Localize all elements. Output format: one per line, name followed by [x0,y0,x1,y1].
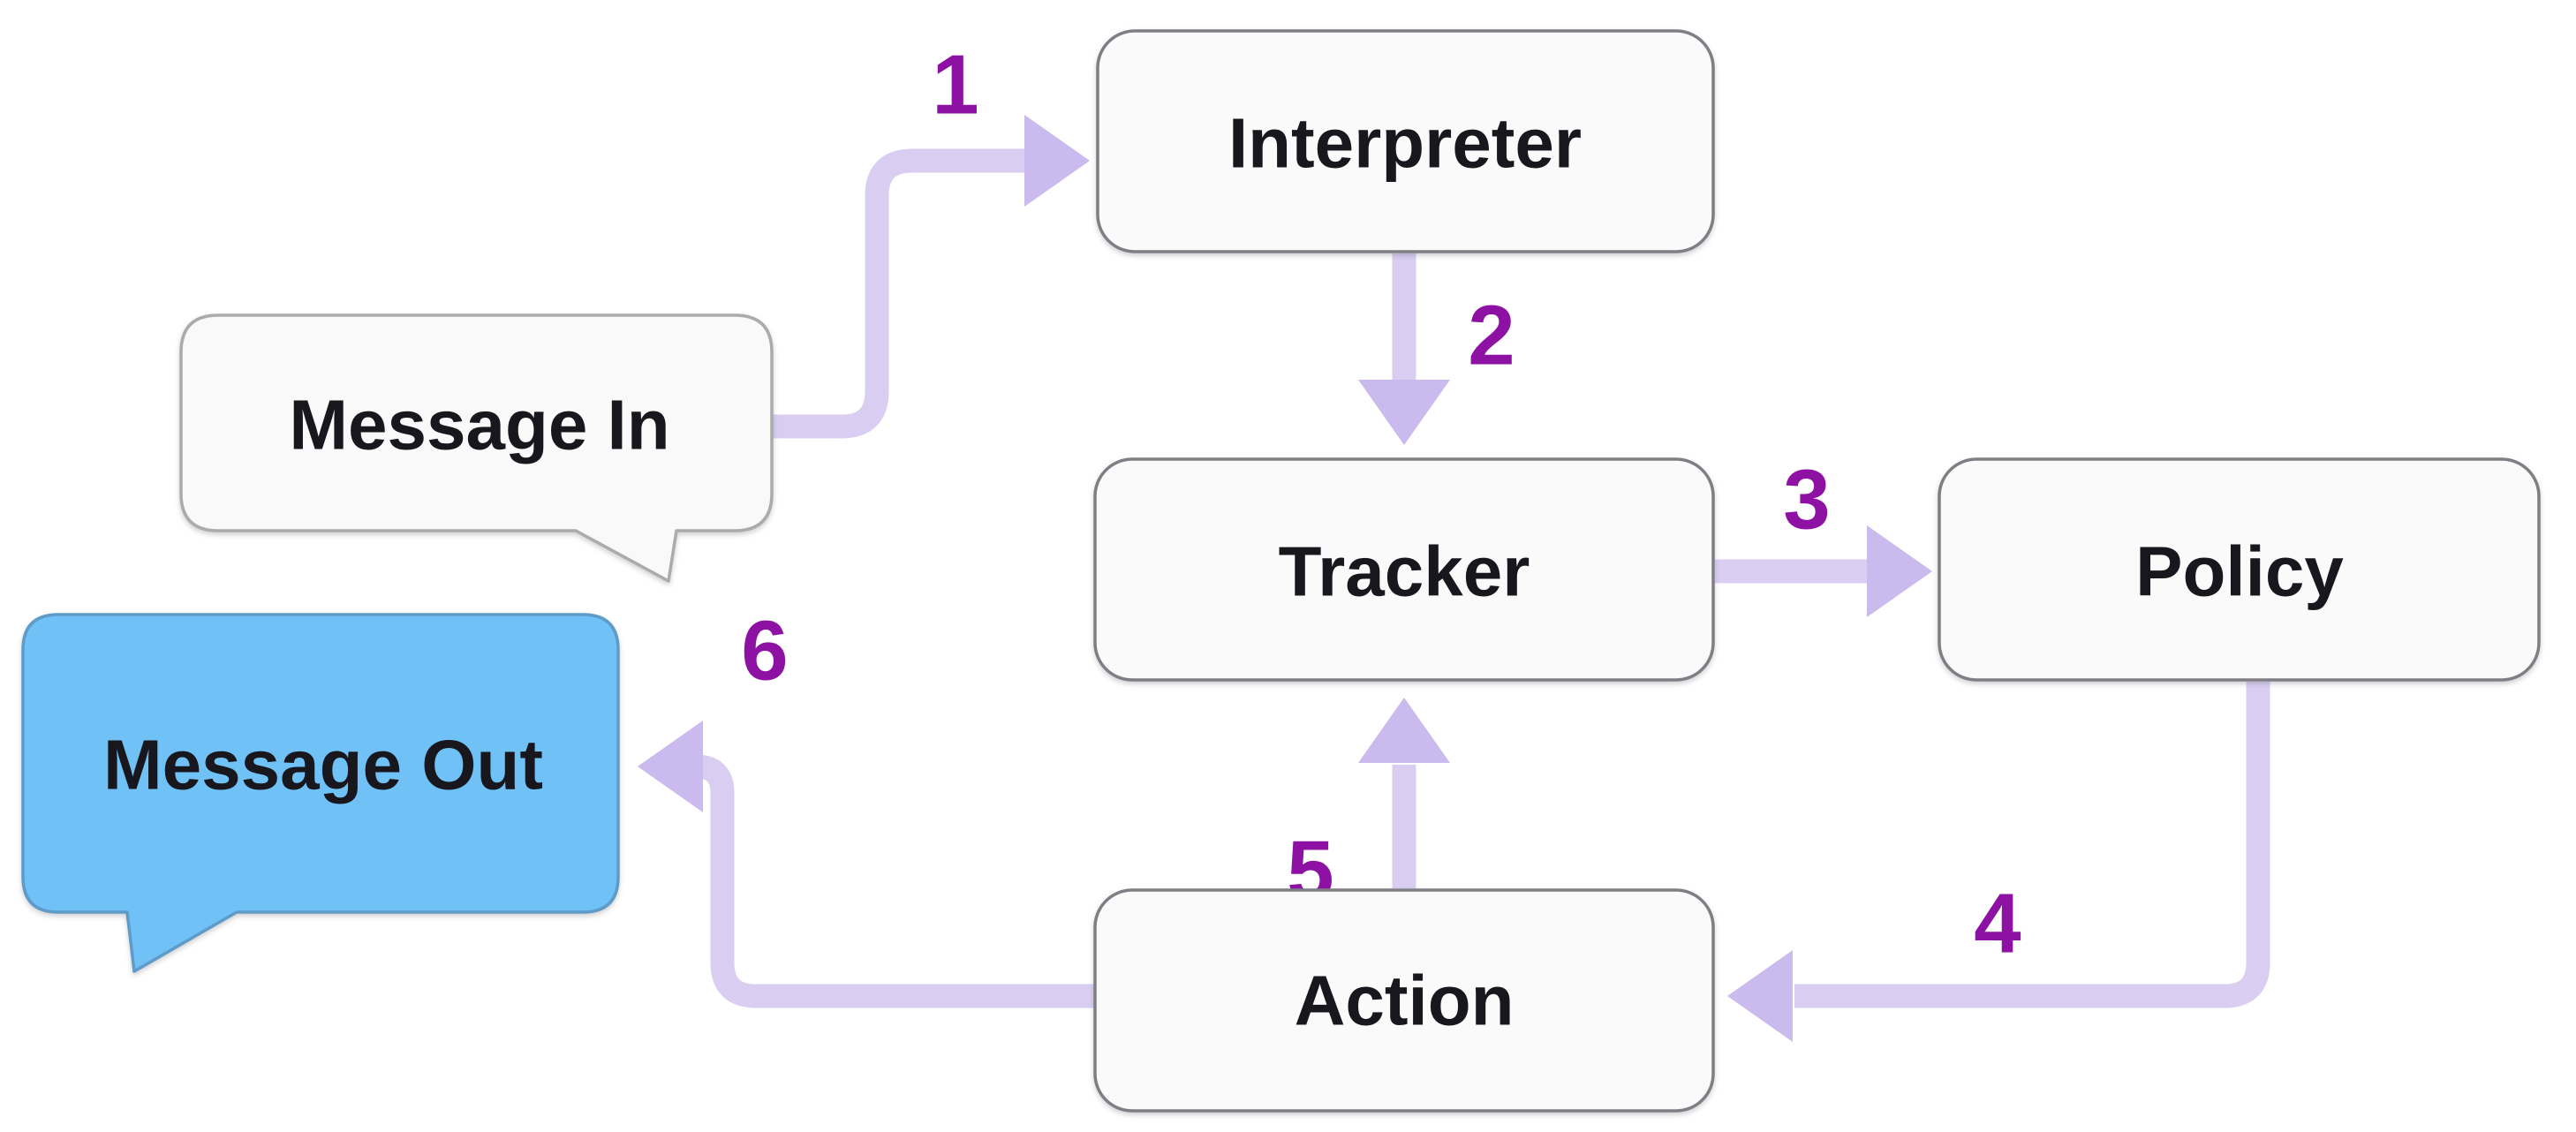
arrow-1-path [772,148,1026,439]
arrow-2 [1358,253,1450,445]
arrow-6-head [638,721,703,812]
policy-box [1938,457,2541,682]
step-3-label: 3 [1783,453,1830,547]
node-policy: Policy [1938,457,2541,682]
arrow-6-path [695,754,1095,1008]
step-6-label: 6 [741,604,788,698]
arrow-3 [1715,525,1932,617]
step-4-label: 4 [1974,877,2021,971]
interpreter-label: Interpreter [1228,104,1582,183]
arrow-5 [1358,698,1450,888]
step-1-label: 1 [932,38,978,132]
policy-label: Policy [2135,532,2344,611]
node-message-out: Message Out [21,613,620,973]
step-2-label: 2 [1468,289,1515,383]
arrow-1 [772,115,1090,439]
message-out-bubble [21,613,620,973]
tracker-label: Tracker [1279,532,1530,611]
tracker-box [1093,457,1715,682]
arrow-4-head [1727,950,1793,1042]
node-tracker: Tracker [1093,457,1715,682]
node-interpreter: Interpreter [1096,29,1715,253]
arrow-5-head [1358,698,1450,763]
action-box [1093,888,1715,1113]
message-in-label: Message In [289,386,669,464]
arrow-1-head [1024,115,1090,207]
action-label: Action [1295,962,1515,1040]
node-action: Action [1093,888,1715,1113]
message-out-label: Message Out [103,726,543,804]
message-in-bubble [179,313,774,583]
arrow-4 [1727,682,2270,1042]
interpreter-box [1096,29,1715,253]
arrow-6 [638,721,1095,1008]
arrow-4-path [1794,682,2270,1008]
arrow-2-head [1358,380,1450,445]
node-message-in: Message In [179,313,774,583]
arrow-3-head [1867,525,1932,617]
